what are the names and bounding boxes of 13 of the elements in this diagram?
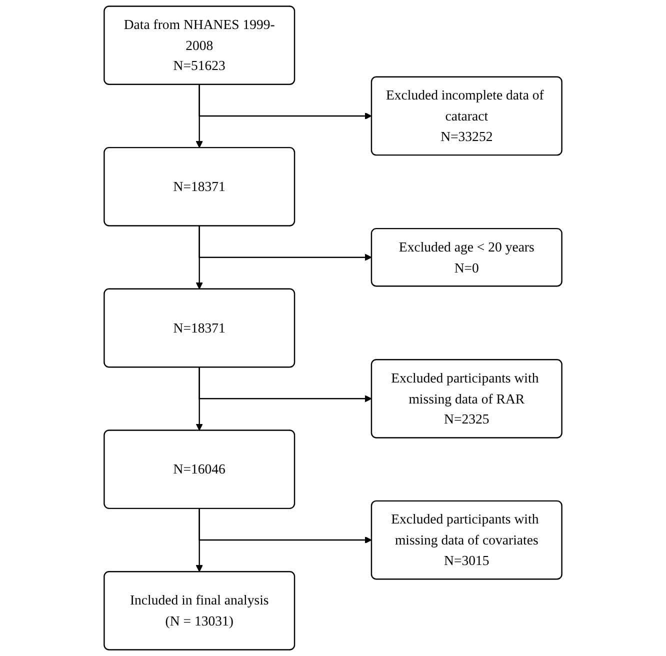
arrow xyxy=(196,226,203,290)
node-box: Excluded incomplete data of cataract N=33252 xyxy=(370,76,562,156)
arrow xyxy=(196,367,203,431)
node-box: Excluded age < 20 years N=0 xyxy=(370,228,562,287)
arrow xyxy=(196,84,203,148)
arrow xyxy=(196,508,203,572)
node-box: Excluded participants with missing data of RAR N=2325 xyxy=(370,358,562,438)
node-box: Data from NHANES 1999-2008 N=51623 xyxy=(104,6,296,85)
node-box: Excluded participants with missing data of covariates N=3015 xyxy=(370,500,562,580)
node-box: N=16046 xyxy=(104,430,296,510)
node-box: N=18371 xyxy=(104,146,296,226)
node-box: N=18371 xyxy=(104,288,296,368)
node-box: Included in final analysis (N = 13031) xyxy=(104,571,296,650)
